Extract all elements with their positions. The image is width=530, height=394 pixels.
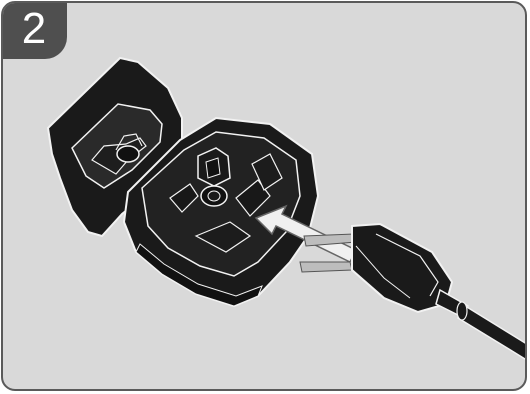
- step-number: 2: [21, 4, 47, 53]
- power-cord-icon: [435, 288, 525, 360]
- step-number-badge: 2: [3, 3, 67, 59]
- adapter-socket-icon: [122, 116, 320, 308]
- two-pin-plug-icon: [299, 222, 454, 314]
